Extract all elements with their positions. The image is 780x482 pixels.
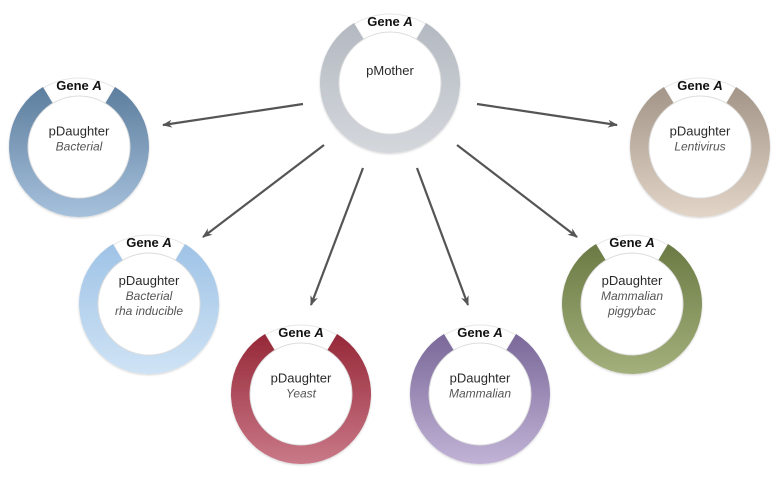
plasmid-subtitle: piggybac (607, 304, 656, 318)
plasmid-inner (428, 342, 532, 446)
plasmid-inner (249, 342, 353, 446)
gene-insert-label: Gene A (457, 325, 503, 340)
plasmid-name: pDaughter (119, 273, 180, 288)
gene-insert-label: Gene A (609, 235, 655, 250)
arrow-to-lentivirus (476, 102, 618, 128)
gene-insert-label: Gene A (367, 14, 413, 29)
plasmid-inner (580, 252, 684, 356)
plasmid-name: pDaughter (450, 371, 511, 386)
arrows-group (162, 102, 618, 306)
plasmid-name: pMother (366, 63, 414, 78)
plasmid-name: pDaughter (49, 124, 110, 139)
plasmid-name: pDaughter (271, 371, 332, 386)
arrow-to-mammalian (415, 167, 470, 306)
plasmid-subtitle: Lentivirus (674, 140, 725, 154)
plasmid-subtitle: rha inducible (115, 304, 183, 318)
plasmid-subtitle: Mammalian (449, 387, 511, 401)
arrow-to-bacterial (162, 102, 304, 128)
plasmid-name: pDaughter (670, 124, 731, 139)
plasmid-inner (97, 252, 201, 356)
plasmid-inner (338, 31, 442, 135)
gene-insert-label: Gene A (278, 325, 324, 340)
gene-insert-label: Gene A (126, 235, 172, 250)
arrow-to-mammalian-piggybac (456, 144, 578, 238)
plasmid-inner (27, 95, 131, 199)
arrow-to-yeast (309, 167, 365, 306)
plasmid-name: pDaughter (602, 273, 663, 288)
plasmid-pmother: Gene A pMother (320, 13, 460, 153)
plasmid-subtitle: Mammalian (601, 289, 663, 303)
arrow-to-bacterial-rha (202, 144, 325, 238)
plasmid-subtitle: Bacterial (56, 140, 103, 154)
plasmid-subtitle: Yeast (286, 387, 317, 401)
plasmid-subtitle: Bacterial (126, 289, 173, 303)
plasmid-inner (648, 95, 752, 199)
gene-insert-label: Gene A (677, 78, 723, 93)
gene-insert-label: Gene A (56, 78, 102, 93)
